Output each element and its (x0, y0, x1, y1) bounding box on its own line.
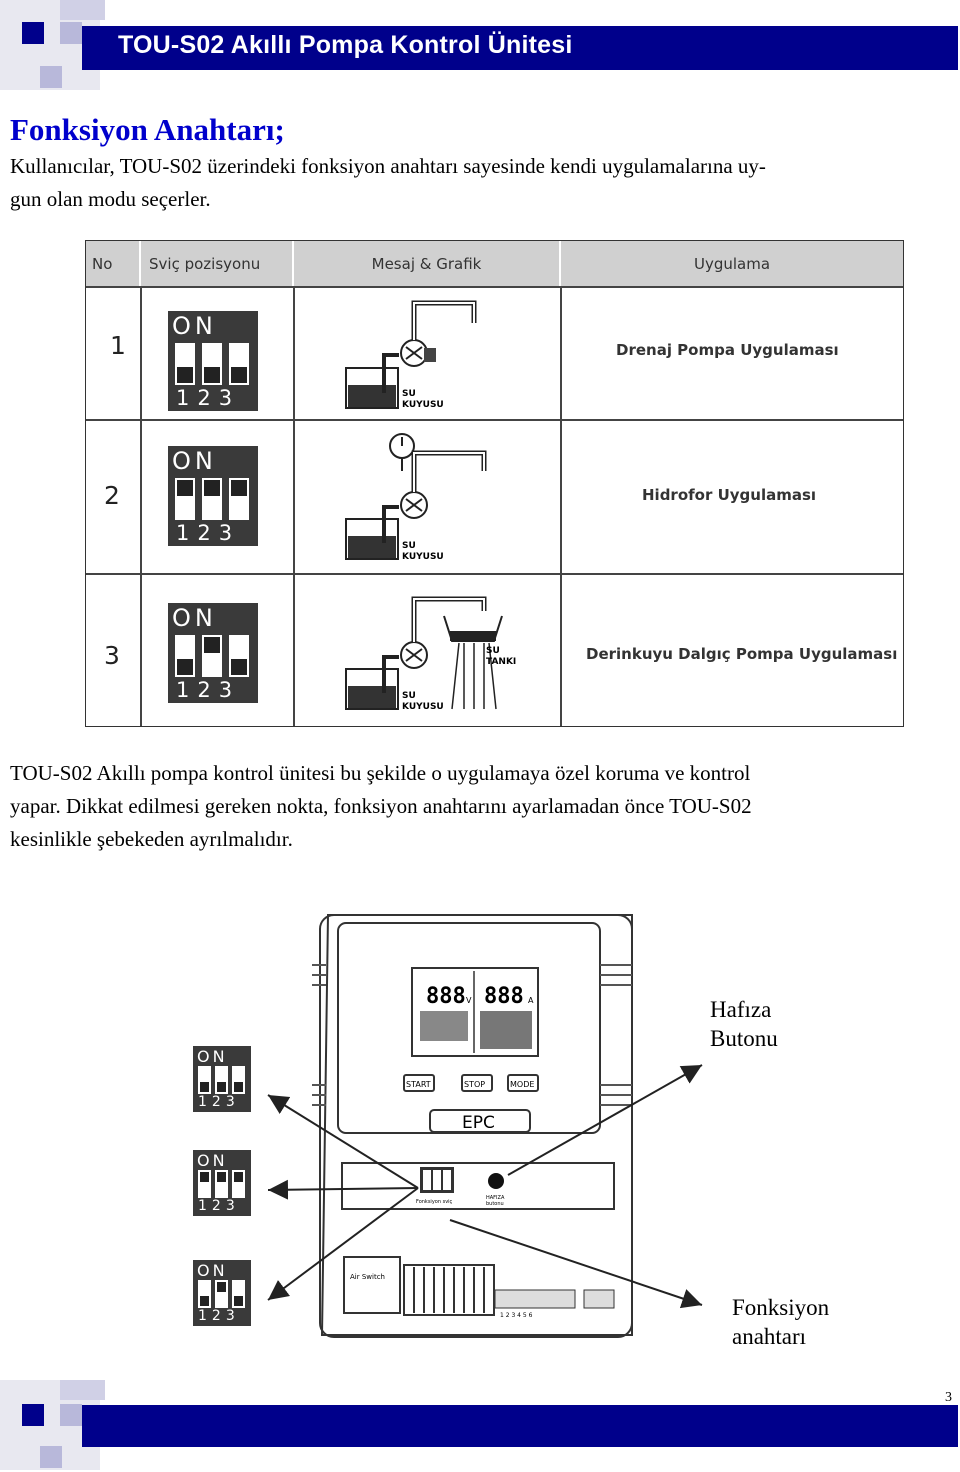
mode-label: MODE (510, 1080, 534, 1089)
svg-text:KUYUSU: KUYUSU (402, 552, 444, 561)
header-application: Uygulama (561, 241, 903, 286)
memory-caption-1: HAFIZA (486, 1195, 505, 1201)
body-line-3: kesinlikle şebekeden ayrılmalıdır. (10, 827, 293, 851)
body-line-1: TOU-S02 Akıllı pompa kontrol ünitesi bu … (10, 761, 751, 785)
header-no: No (86, 241, 141, 286)
memory-caption-2: butonu (486, 1201, 504, 1207)
row-number-1: 1 (110, 331, 126, 360)
well-label-2: KUYUSU (402, 400, 444, 410)
intro-line-2: gun olan modu seçerler. (10, 187, 211, 211)
side-dip-switch-2: ON 123 (193, 1150, 251, 1216)
callout-memory-button: Hafıza Butonu (710, 997, 778, 1051)
dip-switch-row-1: ON 123 (168, 311, 258, 411)
function-switch-table: No Sviç pozisyonu Mesaj & Grafik Uygulam… (85, 240, 904, 727)
dip-switch-row-2: ON 123 (168, 446, 258, 546)
body-line-2: yapar. Dikkat edilmesi gereken nokta, fo… (10, 794, 752, 818)
dip-numbers: 123 (176, 386, 241, 410)
deep-well-pump-graphic: SU KUYUSU SU TANKI (345, 596, 516, 712)
tank-label-1: SU (486, 646, 500, 656)
terminal-numbers: 1 2 3 4 5 6 (500, 1312, 533, 1319)
header-bar (82, 26, 958, 70)
breaker-label: Air Switch (350, 1273, 385, 1281)
well-label-1: SU (402, 389, 416, 399)
footer-bar (82, 1405, 958, 1447)
row-number-2: 2 (104, 481, 120, 510)
tank-label-2: TANKI (486, 657, 516, 667)
display-unit-v: V (466, 996, 472, 1005)
row-number-3: 3 (104, 641, 120, 670)
section-title: Fonksiyon Anahtarı; (10, 112, 285, 147)
side-dip-switch-1: ON 123 (193, 1046, 251, 1112)
svg-text:KUYUSU: KUYUSU (402, 702, 444, 712)
booster-pump-graphic: SU KUYUSU (345, 433, 487, 561)
header-graphic: Mesaj & Grafik (294, 241, 561, 286)
page-number: 3 (945, 1390, 952, 1405)
device-diagram: 888 888 V A START STOP MODE EPC Fonksiyo… (267, 914, 703, 1338)
header-title: TOU-S02 Akıllı Pompa Kontrol Ünitesi (118, 31, 573, 59)
callout-function-switch: Fonksiyon anahtarı (732, 1295, 830, 1349)
dip-on-label: ON (172, 312, 217, 340)
intro-line-1: Kullanıcılar, TOU-S02 üzerindeki fonksiy… (10, 154, 766, 178)
svg-text:SU: SU (402, 691, 416, 701)
stop-label: STOP (464, 1080, 485, 1089)
svg-text:SU: SU (402, 541, 416, 551)
application-row-1: Drenaj Pompa Uygulaması (616, 341, 839, 359)
brand-label: EPC (462, 1113, 495, 1133)
display-right: 888 (484, 984, 524, 1009)
dip-switch-row-3: ON 123 (168, 603, 258, 703)
side-dip-switch-3: ON 123 (193, 1260, 251, 1326)
display-unit-a: A (528, 996, 534, 1005)
start-label: START (406, 1080, 431, 1089)
memory-button-dot (488, 1173, 504, 1189)
display-left: 888 (426, 984, 466, 1009)
drainage-pump-graphic: SU KUYUSU (345, 300, 477, 410)
header-switch: Sviç pozisyonu (141, 241, 294, 286)
application-row-2: Hidrofor Uygulaması (642, 486, 817, 504)
application-row-3: Derinkuyu Dalgıç Pompa Uygulaması (586, 645, 898, 663)
switch-caption: Fonksiyon sviç (416, 1199, 453, 1205)
